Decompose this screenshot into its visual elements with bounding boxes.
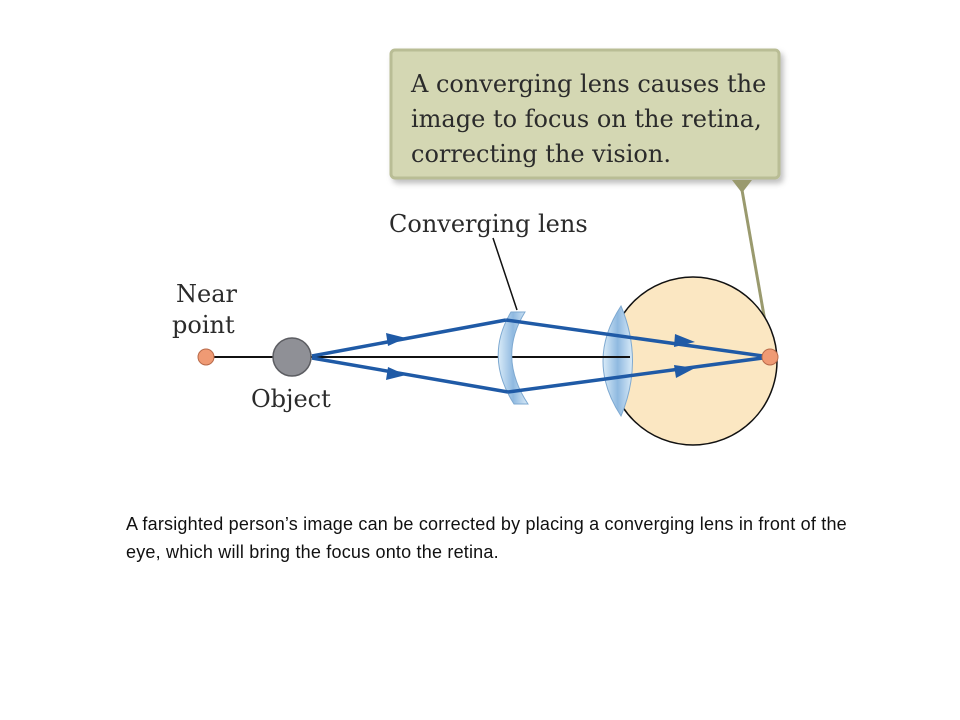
arrowhead-upper-left (386, 333, 406, 346)
caption: A farsighted person’s image can be corre… (126, 514, 847, 562)
farsighted-correction-diagram: A converging lens causes the image to fo… (172, 48, 781, 446)
converging-lens-pointer (492, 237, 518, 311)
near-point-marker (197, 348, 215, 366)
retina-focus-point (761, 348, 779, 366)
ray-lower-2 (507, 355, 771, 394)
converging-lens (497, 311, 529, 405)
light-rays (311, 318, 771, 394)
callout-pointer-head (732, 180, 752, 193)
arrowhead-lower-left (386, 367, 406, 380)
ray-upper-1 (311, 318, 507, 358)
arrowhead-upper-right (674, 334, 695, 347)
callout-background (389, 48, 781, 180)
ray-upper-2 (505, 318, 771, 359)
near-point-label-line-2: point (172, 311, 235, 339)
object-label: Object (251, 385, 331, 413)
callout-line-3: correcting the vision. (411, 140, 671, 168)
ray-lower-1 (311, 356, 509, 394)
callout-line-2: image to focus on the retina, (411, 105, 762, 133)
arrowhead-lower-right (674, 365, 695, 378)
converging-lens-label: Converging lens (389, 210, 588, 238)
object-sphere (272, 337, 312, 377)
callout-line-1: A converging lens causes the (410, 70, 766, 98)
near-point-label-line-1: Near (176, 280, 238, 308)
ray-arrows (386, 333, 695, 380)
